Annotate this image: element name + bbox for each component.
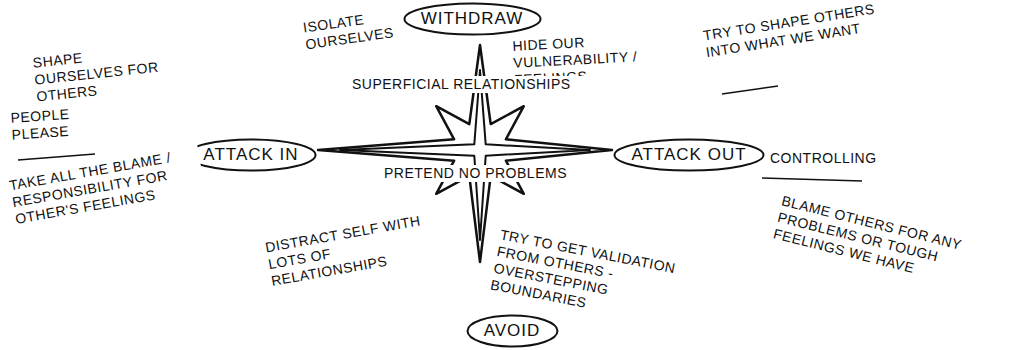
note-text: BLAME OTHERS FOR ANY PROBLEMS OR TOUGH F… [770, 192, 971, 288]
note-text: SHAPE OURSELVES FOR OTHERS [30, 40, 174, 105]
note-text: ISOLATE OURSELVES [300, 6, 403, 53]
divider-line [722, 86, 778, 94]
note-text: CONTROLLING [768, 150, 892, 167]
note-text: TAKE ALL THE BLAME / RESPONSIBILITY FOR … [6, 144, 206, 228]
inner-star [340, 70, 590, 240]
node-label: ATTACK OUT [613, 145, 765, 165]
node-label: ATTACK IN [185, 145, 317, 165]
divider-line [18, 154, 95, 160]
node-label: AVOID [466, 321, 559, 341]
oval-node: AVOID [466, 314, 559, 348]
note-text: TRY TO SHAPE OTHERS INTO WHAT WE WANT [700, 0, 917, 62]
note-text: PEOPLE PLEASE [8, 104, 89, 143]
note-text: PRETEND NO PROBLEMS [382, 165, 576, 182]
note-text: DISTRACT SELF WITH LOTS OF RELATIONSHIPS [262, 209, 447, 290]
node-label: WITHDRAW [403, 9, 542, 29]
note-text: SUPERFICIAL RELATIONSHIPS [350, 76, 604, 93]
oval-node: WITHDRAW [403, 2, 542, 36]
divider-line [762, 178, 862, 181]
oval-node: ATTACK IN [185, 138, 317, 172]
oval-node: ATTACK OUT [613, 138, 765, 172]
